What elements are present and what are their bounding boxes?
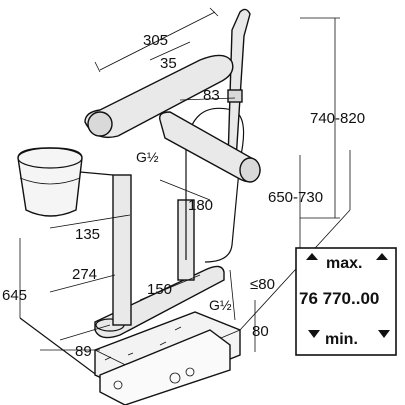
dim-180: 180 — [188, 197, 213, 214]
dim-740-820: 740-820 — [310, 110, 365, 127]
dim-g-half-top: G½ — [136, 149, 159, 165]
dim-274: 274 — [72, 266, 97, 283]
dim-83: 83 — [203, 87, 220, 104]
range-model-number: 76 770..00 — [299, 289, 379, 308]
dim-g-half-bottom: G½ — [209, 297, 232, 313]
range-min-label: min. — [325, 331, 358, 348]
dim-150: 150 — [147, 281, 172, 298]
shower-pole — [227, 8, 251, 161]
riser-column — [112, 174, 195, 326]
dim-650-730: 650-730 — [268, 189, 323, 206]
cup-holder — [17, 147, 114, 217]
dim-80: 80 — [252, 323, 269, 340]
dim-645: 645 — [2, 287, 27, 304]
range-max-label: max. — [326, 255, 362, 272]
dim-135: 135 — [75, 226, 100, 243]
dim-305: 305 — [143, 32, 168, 49]
dim-89: 89 — [75, 343, 92, 360]
spout-arm — [84, 54, 261, 183]
range-box: max. 76 770..00 min. — [295, 247, 397, 356]
dim-le80: ≤80 — [250, 276, 275, 293]
dim-35: 35 — [160, 55, 177, 72]
shower-hose — [185, 107, 245, 263]
dimension-lines — [19, 7, 340, 352]
valve-box — [99, 329, 231, 405]
